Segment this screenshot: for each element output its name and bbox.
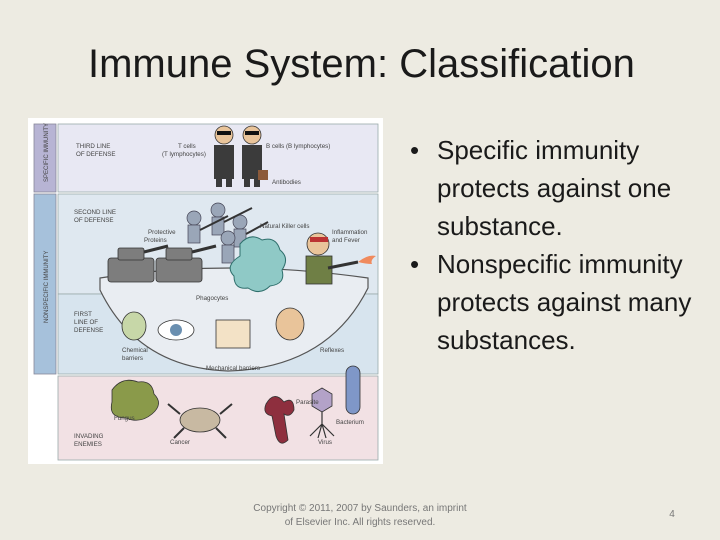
mechanical-barrier-bowl — [99, 267, 369, 372]
nonspecific-immunity-bar — [33, 193, 57, 375]
reflexes-label: Reflexes — [320, 347, 344, 354]
skin-block — [215, 319, 251, 349]
virus-label: Virus — [318, 439, 332, 446]
specific-immunity-bar — [33, 123, 57, 193]
nonspecific-immunity-label: NONSPECIFIC IMMUNITY — [44, 251, 50, 323]
bullet-item: • Nonspecific immunity protects against m… — [408, 245, 708, 359]
b-cells-label: B cells (B lymphocytes) — [266, 143, 330, 150]
copyright-footer: Copyright © 2011, 2007 by Saunders, an i… — [253, 503, 467, 528]
specific-immunity-label: SPECIFIC IMMUNITY — [44, 123, 50, 182]
defense-lines-diagram: SPECIFIC IMMUNITY NONSPECIFIC IMMUNITY — [33, 123, 379, 461]
bullet-symbol: • — [410, 135, 420, 165]
bullet-item: • Specific immunity protects against one … — [408, 131, 708, 245]
t-cell-agent-figure — [214, 125, 234, 187]
virus-creature — [309, 387, 335, 439]
inflammation-soldier-figure — [305, 232, 376, 285]
nose-chemical-barrier — [121, 311, 147, 341]
immune-defense-illustration: SPECIFIC IMMUNITY NONSPECIFIC IMMUNITY — [28, 118, 383, 464]
bullet-text: Nonspecific immunity protects against ma… — [437, 249, 692, 355]
cancer-label: Cancer — [170, 439, 190, 446]
second-line-label: SECOND LINE OF DEFENSE — [74, 209, 118, 224]
fungus-label: Fungus — [114, 415, 135, 422]
phagocytes-label: Phagocytes — [196, 295, 228, 302]
protective-proteins-label: Protective Proteins — [144, 229, 177, 244]
parasite-label: Parasite — [296, 399, 319, 406]
first-line-label: FIRST LINE OF DEFENSE — [74, 311, 103, 334]
third-line-label: THIRD LINE OF DEFENSE — [76, 143, 116, 158]
inflammation-label: Inflammation and Fever — [332, 229, 369, 244]
natural-killer-label: Natural Killer cells — [260, 223, 310, 230]
phagocyte-blob — [229, 236, 286, 292]
cancer-crab — [167, 403, 233, 439]
mechanical-barriers-label: Mechanical barriers — [206, 365, 260, 372]
chemical-barriers-label: Chemical barriers — [122, 347, 150, 362]
page-number: 4 — [669, 509, 675, 520]
bullet-symbol: • — [410, 249, 420, 279]
parasite-creature — [264, 396, 295, 444]
bacterium-creature — [345, 365, 361, 415]
bullet-list: • Specific immunity protects against one … — [408, 131, 708, 359]
reflex-face — [275, 307, 305, 341]
antibodies-label: Antibodies — [272, 179, 301, 186]
t-cells-label: T cells (T lymphocytes) — [162, 143, 206, 158]
fungus-creature — [110, 379, 159, 421]
protective-protein-tanks — [107, 244, 217, 283]
slide-title: Immune System: Classification — [88, 42, 635, 86]
natural-killer-soldiers — [186, 202, 269, 264]
bullet-text: Specific immunity protects against one s… — [437, 135, 672, 241]
eye-iris — [170, 324, 182, 336]
b-cell-agent-figure — [242, 125, 268, 187]
bacterium-label: Bacterium — [336, 419, 364, 426]
invading-enemies-label: INVADING ENEMIES — [74, 433, 105, 448]
